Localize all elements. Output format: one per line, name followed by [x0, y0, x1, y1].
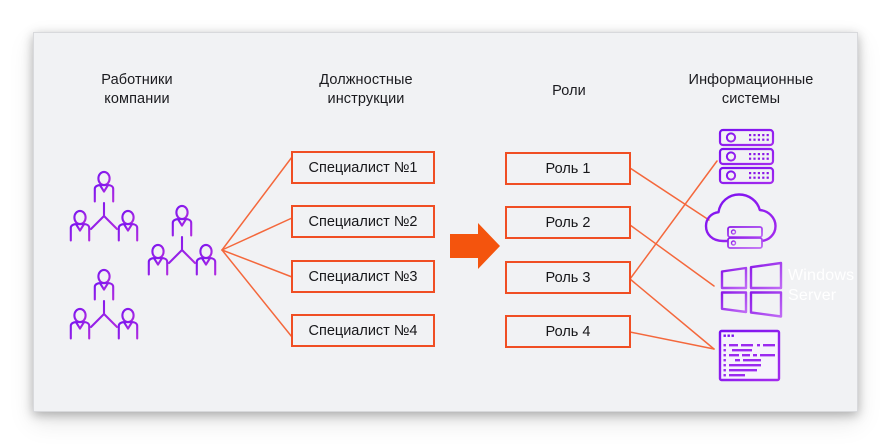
role-box-2[interactable]: Роль 2 [505, 206, 631, 239]
job-description-box-1[interactable]: Специалист №1 [291, 151, 435, 184]
column-title-employees: Работники компании [101, 72, 173, 107]
column-title-roles: Роли [552, 83, 586, 99]
role-box-3[interactable]: Роль 3 [505, 261, 631, 294]
column-title-information-systems: Информационные системы [688, 72, 814, 107]
job-description-box-4[interactable]: Специалист №4 [291, 314, 435, 347]
column-title-job-descriptions: Должностные инструкции [319, 72, 413, 107]
job-description-box-3[interactable]: Специалист №3 [291, 260, 435, 293]
windows-server-label: Windows Server [788, 267, 855, 304]
job-description-box-2[interactable]: Специалист №2 [291, 205, 435, 238]
role-box-4[interactable]: Роль 4 [505, 315, 631, 348]
role-box-1[interactable]: Роль 1 [505, 152, 631, 185]
